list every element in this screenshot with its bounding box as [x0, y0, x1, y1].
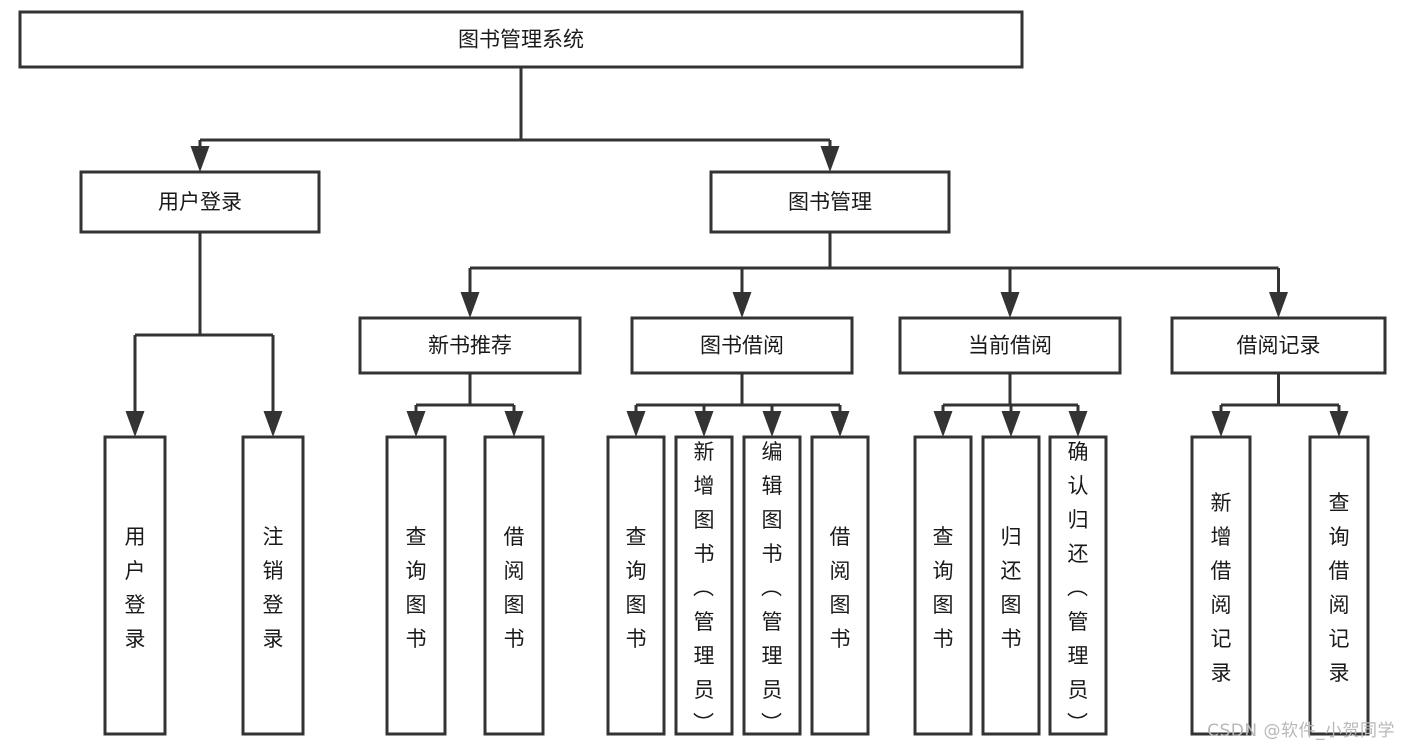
- node-box[interactable]: [606, 435, 666, 736]
- node-l2-user-login[interactable]: 用户登录: [79, 170, 321, 234]
- arrow-head-icon: [732, 292, 752, 318]
- node-leaf-return-book[interactable]: 归还图书: [981, 435, 1041, 736]
- node-leaf-user-login[interactable]: 用户登录: [103, 435, 167, 736]
- node-label: 新增图书（管理员）: [693, 440, 715, 736]
- node-label: 查询借阅记录: [1329, 491, 1350, 685]
- connector-group-l3_book_borrow: [626, 373, 850, 437]
- node-label: 图书借阅: [700, 334, 784, 358]
- node-box[interactable]: [241, 435, 305, 736]
- arrow-head-icon: [762, 411, 782, 437]
- arrow-head-icon: [694, 411, 714, 437]
- node-l3-new-book-rec[interactable]: 新书推荐: [358, 316, 582, 375]
- node-label: 注销登录: [263, 525, 284, 651]
- node-label: 编辑图书（管理员）: [761, 440, 783, 736]
- node-box[interactable]: [358, 316, 582, 375]
- arrow-head-icon: [1001, 411, 1021, 437]
- node-label: 当前借阅: [968, 334, 1052, 358]
- node-layer: 图书管理系统用户登录图书管理新书推荐图书借阅当前借阅借阅记录用户登录注销登录查询…: [18, 10, 1387, 736]
- arrow-head-icon: [1329, 411, 1349, 437]
- node-box[interactable]: [709, 170, 951, 234]
- node-box[interactable]: [1308, 435, 1370, 736]
- arrow-head-icon: [1269, 292, 1288, 318]
- node-leaf-confirm-return[interactable]: 确认归还（管理员）: [1048, 435, 1108, 736]
- node-leaf-query-record[interactable]: 查询借阅记录: [1308, 435, 1370, 736]
- arrow-head-icon: [1211, 411, 1231, 437]
- node-label: 图书管理: [788, 190, 872, 214]
- arrow-head-icon: [933, 411, 953, 437]
- connector-group-root: [190, 67, 840, 172]
- node-leaf-edit-book[interactable]: 编辑图书（管理员）: [742, 435, 802, 736]
- arrow-head-icon: [406, 411, 426, 437]
- node-leaf-borrow-book-1[interactable]: 借阅图书: [483, 435, 545, 736]
- node-l2-book-mgmt[interactable]: 图书管理: [709, 170, 951, 234]
- node-label: 借阅图书: [830, 525, 851, 651]
- node-box[interactable]: [103, 435, 167, 736]
- node-box[interactable]: [630, 316, 854, 375]
- connector-group-l3_new_book_rec: [406, 373, 524, 437]
- arrow-head-icon: [460, 292, 480, 318]
- node-leaf-borrow-book-2[interactable]: 借阅图书: [810, 435, 870, 736]
- node-label: 确认归还（管理员）: [1067, 440, 1089, 736]
- connector-group-l3_borrow_record: [1211, 373, 1349, 437]
- node-l3-borrow-record[interactable]: 借阅记录: [1170, 316, 1387, 375]
- node-box[interactable]: [79, 170, 321, 234]
- connector-group-l2_book_mgmt: [460, 232, 1288, 318]
- node-box[interactable]: [385, 435, 447, 736]
- node-leaf-add-record[interactable]: 新增借阅记录: [1190, 435, 1252, 736]
- connector-layer: [125, 67, 1349, 437]
- connector-group-l2_user_login: [125, 232, 283, 437]
- node-label: 借阅图书: [504, 525, 525, 651]
- node-label: 图书管理系统: [458, 28, 584, 52]
- arrow-head-icon: [1068, 411, 1088, 437]
- node-leaf-user-logout[interactable]: 注销登录: [241, 435, 305, 736]
- node-label: 用户登录: [158, 190, 242, 214]
- node-box[interactable]: [898, 316, 1122, 375]
- arrow-head-icon: [263, 411, 283, 437]
- node-box[interactable]: [981, 435, 1041, 736]
- arrow-head-icon: [626, 411, 646, 437]
- node-box[interactable]: [1048, 435, 1108, 736]
- arrow-head-icon: [820, 146, 840, 172]
- connector-group-l3_current_borrow: [933, 373, 1088, 437]
- node-label: 查询图书: [626, 525, 647, 651]
- node-label: 查询图书: [933, 525, 954, 651]
- arrow-head-icon: [1000, 292, 1020, 318]
- node-leaf-query-book-2[interactable]: 查询图书: [606, 435, 666, 736]
- arrow-head-icon: [504, 411, 524, 437]
- node-label: 新书推荐: [428, 334, 512, 358]
- node-box[interactable]: [810, 435, 870, 736]
- arrow-head-icon: [125, 411, 145, 437]
- node-label: 用户登录: [125, 525, 146, 651]
- node-label: 借阅记录: [1237, 334, 1321, 358]
- arrow-head-icon: [830, 411, 850, 437]
- node-label: 归还图书: [1001, 525, 1022, 651]
- node-leaf-add-book[interactable]: 新增图书（管理员）: [674, 435, 734, 736]
- node-leaf-query-book-1[interactable]: 查询图书: [385, 435, 447, 736]
- node-box[interactable]: [483, 435, 545, 736]
- node-l3-current-borrow[interactable]: 当前借阅: [898, 316, 1122, 375]
- node-box[interactable]: [1190, 435, 1252, 736]
- node-box[interactable]: [674, 435, 734, 736]
- node-box[interactable]: [913, 435, 973, 736]
- node-leaf-query-book-3[interactable]: 查询图书: [913, 435, 973, 736]
- node-box[interactable]: [742, 435, 802, 736]
- node-box[interactable]: [18, 10, 1024, 69]
- node-label: 新增借阅记录: [1211, 491, 1232, 685]
- node-root[interactable]: 图书管理系统: [18, 10, 1024, 69]
- node-l3-book-borrow[interactable]: 图书借阅: [630, 316, 854, 375]
- node-box[interactable]: [1170, 316, 1387, 375]
- arrow-head-icon: [190, 146, 210, 172]
- node-label: 查询图书: [406, 525, 427, 651]
